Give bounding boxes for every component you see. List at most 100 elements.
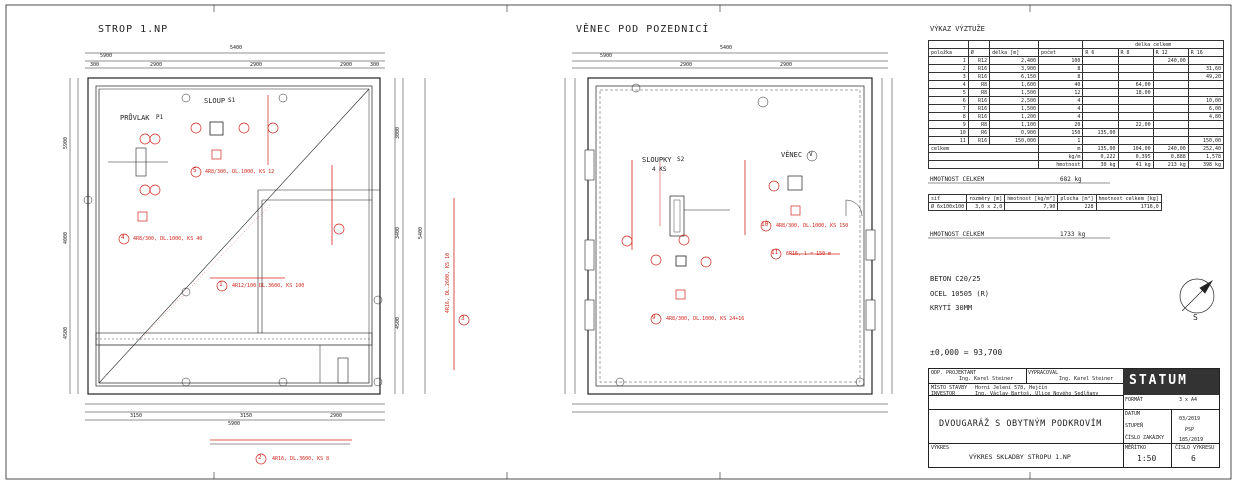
bar-mark: 1 <box>219 281 223 288</box>
order-label: ČÍSLO ZAKÁZKY <box>1125 435 1165 441</box>
scale-value: 1:50 <box>1137 454 1157 463</box>
table-cell: 228 <box>1057 202 1097 211</box>
mesh-total-label: HMOTNOST CELKEM <box>930 231 985 238</box>
bar-label: 4R16, DL.2600, KS 10 <box>445 252 452 314</box>
table-cell: 0,888 <box>1152 152 1189 161</box>
table-cell: 8 <box>1038 72 1084 81</box>
table-cell: 6,00 <box>1187 104 1225 113</box>
table-cell: 4 <box>1038 104 1084 113</box>
table-cell: 1,500 <box>989 88 1040 97</box>
table-cell: 0,900 <box>989 128 1040 137</box>
table-cell: 1 <box>1038 136 1084 145</box>
table-cell: 5 <box>928 88 969 97</box>
bar-mark: 4 <box>121 234 125 241</box>
table-cell: 135,00 <box>1082 128 1119 137</box>
table-cell: 10 <box>928 128 969 137</box>
header-cell: hmotnost [kg/m²] <box>1004 194 1059 203</box>
posts-label: SLOUPKY <box>642 156 672 164</box>
table-cell: 41 kg <box>1117 160 1154 169</box>
table-cell: 8 <box>928 112 969 121</box>
drafter-name: Ing. Karel Steiner <box>1059 376 1114 382</box>
north-label: S <box>1193 313 1198 322</box>
table-cell: 252,40 <box>1187 144 1225 153</box>
table-cell <box>927 160 1040 169</box>
drawing-number: 6 <box>1191 454 1196 463</box>
dim-top: 5900 <box>100 53 113 59</box>
table-cell: R16 <box>967 64 991 73</box>
stage-label: STUPEŇ <box>1125 423 1144 429</box>
table-cell: 100 <box>1038 56 1084 65</box>
table-cell <box>1082 88 1119 97</box>
header-cell: hmotnost celkem [kg] <box>1095 194 1162 203</box>
table-cell: 1716,0 <box>1095 202 1162 211</box>
header-cell: R 8 <box>1117 48 1154 57</box>
format-label: FORMÁT <box>1125 397 1144 403</box>
table-cell <box>1152 112 1189 121</box>
drawing-number-label: ČÍSLO VÝKRESU <box>1175 445 1215 451</box>
table-cell: R16 <box>967 72 991 81</box>
table-cell: 1 <box>928 56 969 65</box>
drafter-label: VYPRACOVAL <box>1028 370 1059 376</box>
bar-label: 4R16, DL.3600, KS 8 <box>272 456 330 462</box>
engineer-name: Ing. Karel Steiner <box>959 376 1014 382</box>
table-cell: 4 <box>1038 112 1084 121</box>
table-cell <box>1082 112 1119 121</box>
level-note: ±0,000 = 93,700 <box>930 348 1003 357</box>
table-cell <box>1117 96 1154 105</box>
table-cell <box>1152 88 1189 97</box>
bar-label: 4R8/300, DL.1000, KS 12 <box>205 169 275 175</box>
table-cell <box>1117 56 1154 65</box>
ring-beam-mark: V <box>809 151 813 158</box>
table-cell: R12 <box>967 56 991 65</box>
dim-right: 3400 <box>395 226 402 240</box>
table-cell <box>1117 112 1154 121</box>
title-block: ODP. PROJEKTANT Ing. Karel Steiner VYPRA… <box>928 368 1220 468</box>
dim-top: 300 <box>370 62 380 68</box>
drawing-label: VÝKRES <box>931 445 950 451</box>
table-cell <box>1152 136 1189 145</box>
company-logo: STATUM <box>1129 373 1188 388</box>
bar-label: 4R8/300, DL.1000, KS 150 <box>776 223 849 229</box>
table-cell <box>1082 96 1119 105</box>
bar-label: 6R16, l = 150 m <box>786 251 832 257</box>
header-cell: délka [m] <box>989 48 1040 57</box>
project-name: DVOUGARÁŽ S OBYTNÝM PODKROVÍM <box>939 419 1102 429</box>
table-cell <box>1082 64 1119 73</box>
dim-top: 5900 <box>600 53 613 59</box>
table-cell: 2 <box>928 64 969 73</box>
dim-left: 4000 <box>63 231 70 245</box>
header-cell: položka <box>928 48 969 57</box>
dim-top: 2900 <box>780 62 793 68</box>
table-cell <box>1082 80 1119 89</box>
table-cell <box>1117 104 1154 113</box>
dim-left: 4500 <box>63 326 70 340</box>
table-cell <box>1152 80 1189 89</box>
table-cell: 7 <box>928 104 969 113</box>
table-cell: 31,60 <box>1187 64 1225 73</box>
bar-mark: 2 <box>258 454 262 461</box>
dim-top: 2900 <box>250 62 263 68</box>
place-label: MÍSTO STAVBY <box>931 385 968 391</box>
table-cell: 20 <box>1038 120 1084 129</box>
dim-right: 5400 <box>418 226 425 240</box>
table-cell: 1,200 <box>989 112 1040 121</box>
column-label: SLOUP <box>204 97 226 105</box>
left-plan-title: STROP 1.NP <box>98 24 169 35</box>
dim-top: 300 <box>90 62 100 68</box>
table-cell <box>927 152 1040 161</box>
bar-label: 4R12/100 DL.3600, KS 100 <box>232 283 305 289</box>
right-plan <box>564 52 893 413</box>
table-cell <box>1082 72 1119 81</box>
investor-value: Ing. Václav Bartoš, Ulice Nového Sedlňan… <box>975 391 1099 397</box>
table-cell <box>1152 128 1189 137</box>
